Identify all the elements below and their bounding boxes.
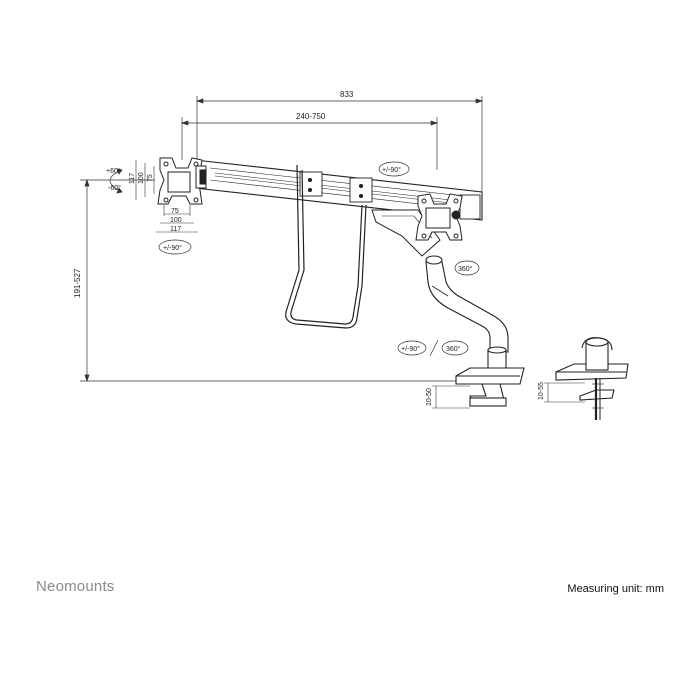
swivel-indicator-arm: [454, 260, 480, 276]
rotation-indicator-right: [378, 161, 410, 177]
swivel-base-limited-label: +/-90°: [401, 345, 420, 353]
swivel-indicator-base: [397, 339, 469, 357]
right-vesa-plate: [415, 193, 463, 241]
desk-clamp-label: 10-50: [426, 388, 433, 406]
vesa-h-mid-label: 100: [170, 217, 182, 224]
vesa-h-inner-label: 75: [171, 208, 179, 215]
gas-spring-arm: [425, 255, 509, 353]
grommet-base: [555, 337, 629, 420]
brand-logo-text: Neomounts: [36, 578, 115, 595]
tilt-indicator: [109, 168, 123, 194]
vesa-inner-label: 75: [147, 174, 154, 182]
measuring-unit-note: Measuring unit: mm: [567, 583, 664, 595]
height-range-label: 191-527: [73, 268, 82, 298]
vesa-horizontal-dimensions: [156, 205, 198, 233]
dimension-overall-width: [195, 96, 484, 200]
dimension-height-range: [80, 178, 470, 383]
rotate-right-screen-label: +/-90°: [382, 166, 401, 174]
swivel-arm-label: 360°: [458, 265, 473, 273]
vesa-mid-label: 100: [138, 172, 145, 184]
tilt-down-label: -60°: [108, 184, 121, 192]
rotation-indicator-left: [158, 239, 192, 255]
desk-thickness-dimensions: [432, 382, 585, 409]
dimension-arm-span: [180, 117, 439, 170]
left-vesa-plate: [157, 157, 207, 205]
vesa-h-outer-label: 117: [170, 226, 181, 233]
overall-width-label: 833: [340, 90, 354, 99]
cable-management-loop: [285, 164, 367, 329]
rotate-left-screen-label: +/-90°: [163, 244, 182, 252]
clamp-base: [455, 346, 525, 407]
vesa-vertical-dimensions: [135, 160, 155, 200]
vesa-outer-label: 117: [129, 173, 136, 184]
tilt-up-label: +60°: [106, 167, 121, 175]
desk-grommet-label: 10-55: [538, 382, 545, 400]
swivel-base-full-label: 360°: [446, 345, 461, 353]
arm-span-label: 240-750: [296, 112, 326, 121]
